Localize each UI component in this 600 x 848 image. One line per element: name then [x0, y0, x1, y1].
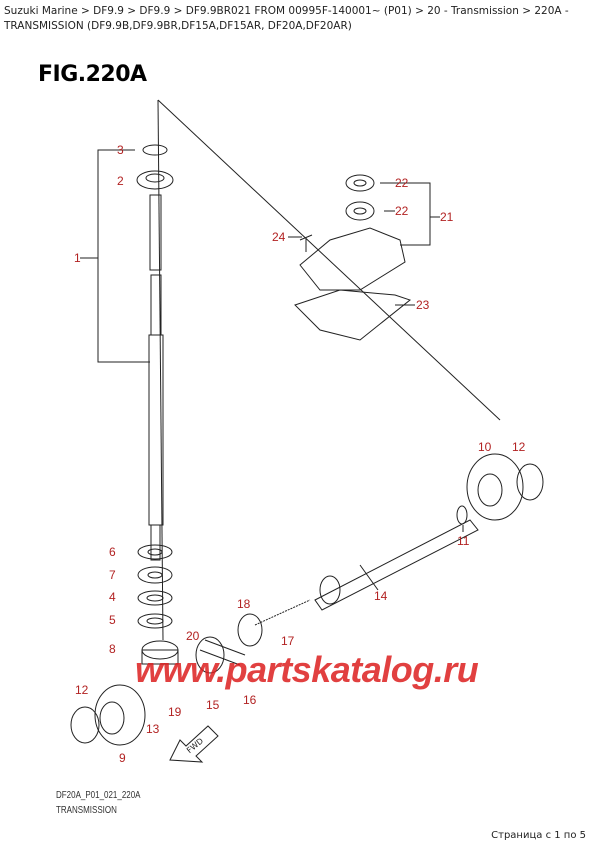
pagination: Страница с 1 по 5 [491, 830, 586, 841]
callout[interactable]: 10 [478, 440, 492, 454]
callout[interactable]: 12 [512, 440, 526, 454]
callout[interactable]: 9 [119, 751, 126, 765]
figure-title: FIG.220A [38, 62, 147, 87]
callout[interactable]: 19 [168, 705, 182, 719]
callout[interactable]: 5 [109, 613, 116, 627]
bracket-1 [97, 149, 150, 363]
breadcrumb[interactable]: Suzuki Marine > DF9.9 > DF9.9 > DF9.9BR0… [4, 5, 569, 32]
callout[interactable]: 13 [146, 722, 160, 736]
callout[interactable]: 20 [186, 629, 200, 643]
callout[interactable]: 7 [109, 568, 116, 582]
callout[interactable]: 3 [117, 143, 124, 157]
callout[interactable]: 22 [395, 204, 409, 218]
bracket-21 [380, 182, 431, 246]
callout[interactable]: 4 [109, 590, 116, 604]
callout[interactable]: 2 [117, 174, 124, 188]
callout[interactable]: 14 [374, 589, 388, 603]
callout[interactable]: 8 [109, 642, 116, 656]
callout-labels: 3 2 1 22 22 21 24 23 10 12 11 14 18 17 2… [74, 143, 526, 765]
drive-shaft [136, 144, 174, 561]
callout[interactable]: 15 [206, 698, 220, 712]
fwd-arrow-icon: FWD [169, 725, 219, 763]
pinion-gear-9 [70, 684, 146, 746]
drawing-code: DF20A_P01_021_220A [56, 790, 141, 801]
callout[interactable]: 1 [74, 251, 81, 265]
callout[interactable]: 6 [109, 545, 116, 559]
divider-line [157, 99, 164, 641]
callout[interactable]: 16 [243, 693, 257, 707]
callout[interactable]: 18 [237, 597, 251, 611]
drawing-name: TRANSMISSION [56, 805, 117, 816]
callout[interactable]: 17 [281, 634, 295, 648]
watermark: www.partskatalog.ru [135, 649, 479, 690]
oil-seal-housing [294, 174, 412, 341]
callout[interactable]: 23 [416, 298, 430, 312]
bevel-gear-10 [456, 453, 544, 525]
washer-stack [137, 544, 179, 665]
callout[interactable]: 21 [440, 210, 454, 224]
callout[interactable]: 22 [395, 176, 409, 190]
divider-line [157, 99, 501, 421]
propeller-shaft [195, 519, 479, 674]
callout[interactable]: 11 [457, 534, 470, 548]
callout[interactable]: 24 [272, 230, 286, 244]
callout[interactable]: 12 [75, 683, 89, 697]
